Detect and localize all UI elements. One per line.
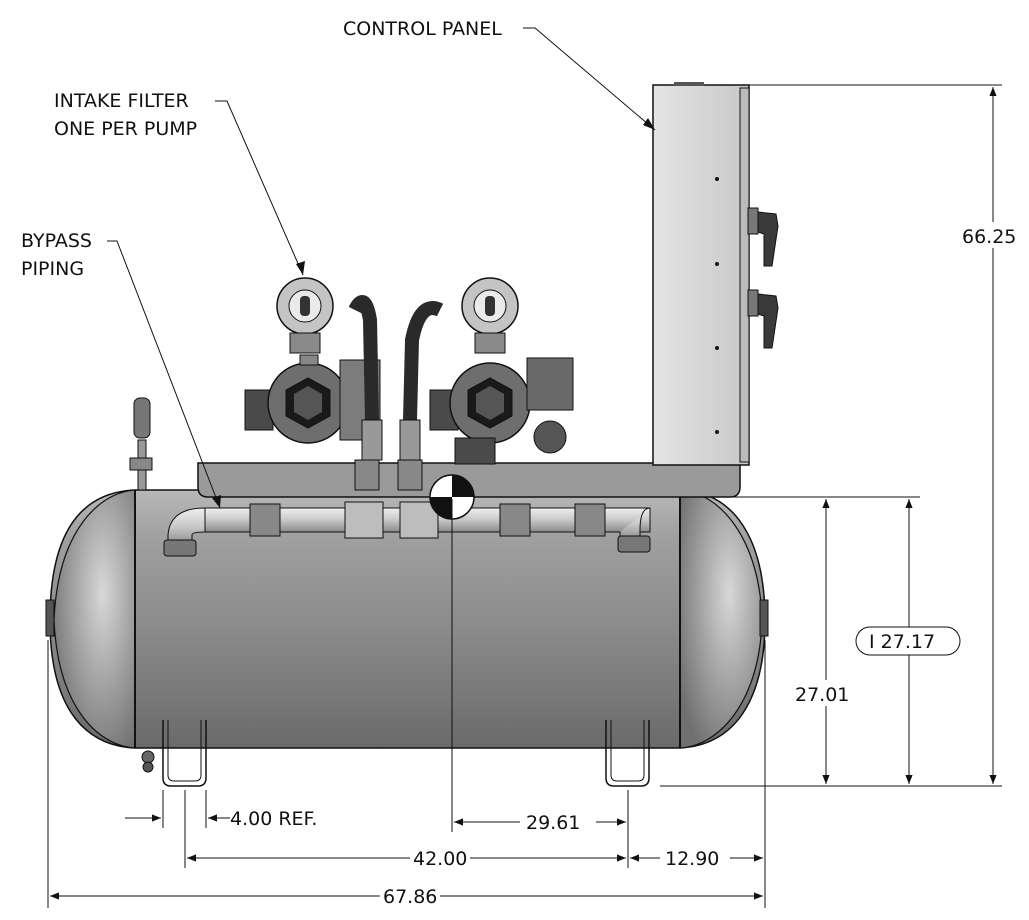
dimension-inlet-height: 27.01 — [793, 499, 859, 784]
disconnect-handle-lower — [747, 289, 779, 349]
callout-bypass-line2: PIPING — [21, 258, 84, 280]
pump-left — [244, 277, 383, 491]
bypass-piping — [163, 501, 651, 557]
dimension-overall-height: 66.25 — [660, 84, 1026, 787]
dimension-value-overall-height: 66.25 — [962, 226, 1016, 248]
dimension-value-ref-height: I 27.17 — [869, 631, 935, 653]
dimension-ref-height: I 27.17 — [650, 496, 961, 784]
leader-lines — [107, 27, 656, 509]
dimension-value-foot-width: 4.00 REF. — [230, 808, 317, 830]
tank-foot-right — [605, 720, 650, 787]
dimension-foot-width: 4.00 REF. — [125, 790, 317, 830]
callout-bypass-line1: BYPASS — [21, 230, 92, 252]
dimension-cg-to-right: 29.61 — [451, 499, 629, 868]
pump-right — [397, 277, 574, 491]
dimension-value-foot-to-end: 12.90 — [665, 848, 719, 870]
dimension-foot-span: 42.00 — [184, 790, 626, 870]
dimension-value-inlet-height: 27.01 — [795, 684, 849, 706]
callout-intake-filter-line2: ONE PER PUMP — [54, 118, 197, 140]
dimension-value-overall-length: 67.86 — [383, 886, 437, 908]
dimension-value-cg-to-right: 29.61 — [526, 812, 580, 834]
tank-foot-left — [162, 720, 207, 787]
leader-arrow-control-panel — [643, 118, 655, 130]
control-panel-enclosure — [652, 82, 779, 466]
callout-intake-filter-line1: INTAKE FILTER — [54, 90, 189, 112]
leader-arrow-bypass — [212, 495, 221, 508]
callout-control-panel: CONTROL PANEL — [343, 18, 502, 40]
pressure-gauge — [129, 397, 153, 491]
dimension-value-foot-span: 42.00 — [413, 848, 467, 870]
dimension-overall-length: 67.86 — [47, 640, 763, 908]
leader-arrow-intake-filter — [296, 261, 305, 275]
disconnect-handle-upper — [747, 207, 779, 267]
dimension-foot-to-end: 12.90 — [630, 640, 766, 908]
receiver-tank — [45, 489, 769, 773]
